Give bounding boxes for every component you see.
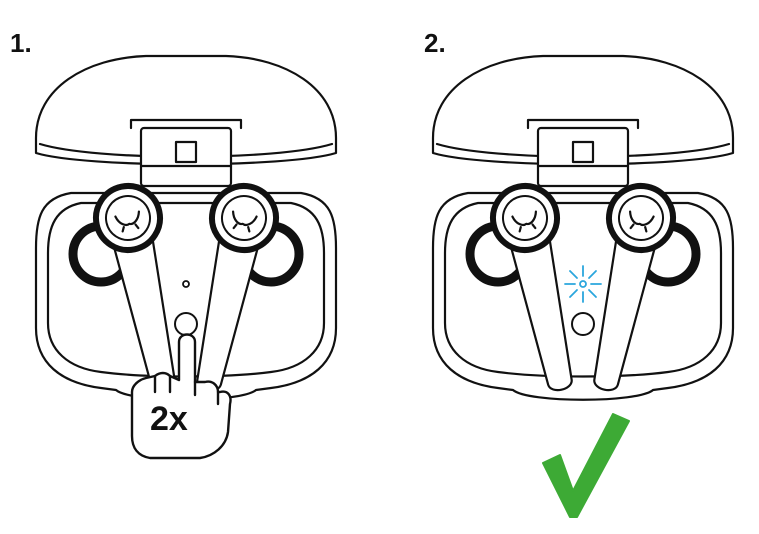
press-count-label: 2x — [150, 400, 188, 438]
charging-case-icon — [433, 56, 733, 400]
blinking-light-icon — [564, 265, 602, 303]
pairing-button — [174, 312, 198, 336]
checkmark-icon — [542, 413, 630, 518]
charging-case-icon — [36, 56, 336, 400]
pairing-button — [571, 312, 595, 336]
step-2-label: 2. — [424, 28, 446, 58]
step-1-label: 1. — [10, 28, 32, 58]
button-press-hand-icon — [130, 333, 232, 460]
